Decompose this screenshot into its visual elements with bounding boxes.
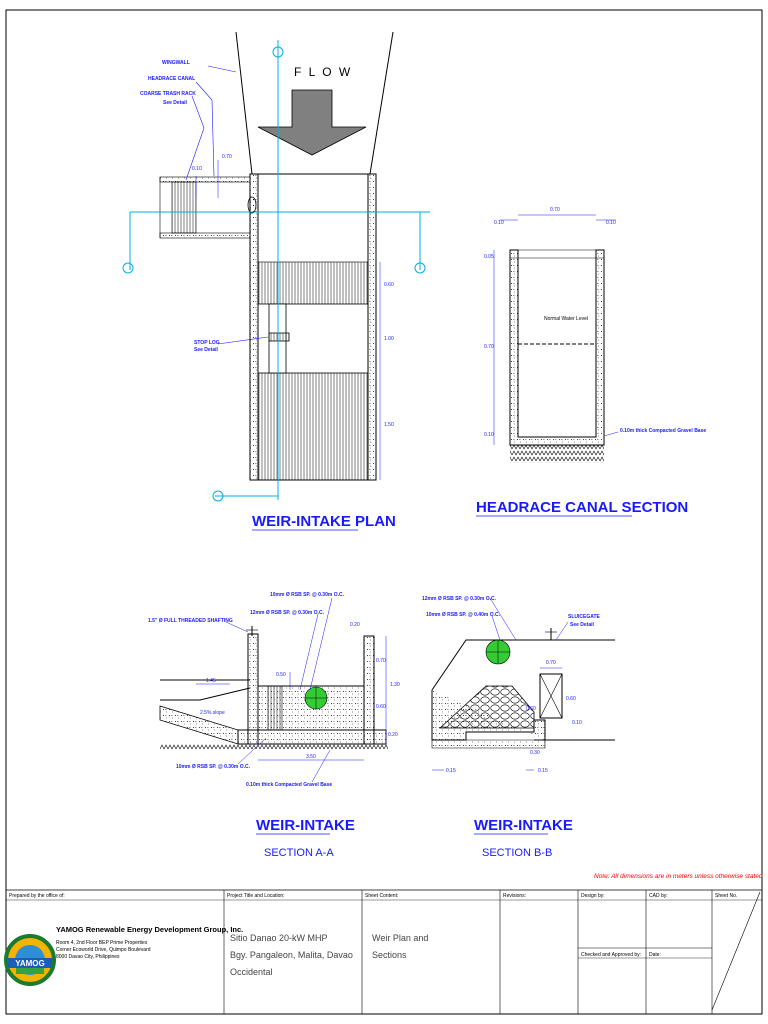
callout-stop-log-detail: See Detail xyxy=(194,347,219,353)
secA-rebar-top: 10mm Ø RSB SP. @ 0.30m O.C. xyxy=(270,592,345,598)
tb-address-line: Corner Ecoworld Drive, Quimpo Boulevard xyxy=(56,947,151,953)
tb-header-cad: CAD by: xyxy=(649,893,668,899)
plan-dim: 1.00 xyxy=(384,336,394,342)
flow-arrow-icon xyxy=(257,89,367,156)
tb-header-prepared: Prepared by the office of: xyxy=(9,893,65,899)
secA-dim: 1.30 xyxy=(390,682,400,688)
tb-address-line: 8000 Davao City, Philippines xyxy=(56,954,120,960)
secA-dim: 0.50 xyxy=(276,672,286,678)
gravel-label: 0.10m thick Compacted Gravel Base xyxy=(620,428,706,434)
stop-log xyxy=(268,332,290,342)
secA-rebar-bottom: 10mm Ø RSB SP. @ 0.30m O.C. xyxy=(176,764,251,770)
sheet-border xyxy=(5,9,763,1015)
tb-project-line: Occidental xyxy=(230,967,273,977)
section-b-b: 12mm Ø RSB SP. @ 0.30m O.C. 10mm Ø RSB S… xyxy=(422,596,615,859)
secB-dim: 0.60 xyxy=(526,706,536,712)
plan-dim: 0.10 xyxy=(192,166,202,172)
plan-dim: 1.50 xyxy=(384,422,394,428)
secB-dim: 0.30 xyxy=(530,750,540,756)
section-marker-icon xyxy=(122,262,134,274)
secB-subtitle: SECTION B-B xyxy=(482,847,552,859)
tb-date: Date: xyxy=(649,952,661,958)
section-a-a: 10mm Ø RSB SP. @ 0.30m O.C. 12mm Ø RSB S… xyxy=(148,592,400,859)
tb-header-design: Design by: xyxy=(581,893,605,899)
tb-header-sheetno: Sheet No. xyxy=(715,893,737,899)
yamog-logo: YAMOG xyxy=(4,934,56,986)
secA-rebar-mid: 12mm Ø RSB SP. @ 0.30m O.C. xyxy=(250,610,325,616)
tb-company: YAMOG Renewable Energy Development Group… xyxy=(56,925,243,934)
secA-gravel: 0.10m thick Compacted Gravel Base xyxy=(246,782,332,788)
secA-title: WEIR-INTAKE xyxy=(256,817,355,834)
tb-header-revisions: Revisions: xyxy=(503,893,526,899)
canal-dim: 0.10 xyxy=(606,220,616,226)
secB-sluicegate-detail: See Detail xyxy=(570,622,595,628)
secA-dim: 1.45 xyxy=(206,678,216,684)
plan-dim: 0.70 xyxy=(222,154,232,160)
secB-dim: 0.60 xyxy=(566,696,576,702)
tb-content-line: Sections xyxy=(372,950,407,960)
canal-dim: 0.10 xyxy=(484,432,494,438)
secB-title: WEIR-INTAKE xyxy=(474,817,573,834)
secB-dim: 0.15 xyxy=(446,768,456,774)
canal-dim: 0.70 xyxy=(484,344,494,350)
secA-dim: 0.20 xyxy=(350,622,360,628)
canal-dim: 0.05 xyxy=(484,254,494,260)
water-level-label: Normal Water Level xyxy=(544,316,588,322)
callout-headrace-canal: HEADRACE CANAL xyxy=(148,76,195,82)
callout-trash-rack: COARSE TRASH RACK xyxy=(140,91,196,97)
secB-dim: 0.15 xyxy=(538,768,548,774)
secA-subtitle: SECTION A-A xyxy=(264,847,334,859)
canal-dim: 0.10 xyxy=(494,220,504,226)
callout-wingwall: WINGWALL xyxy=(162,60,190,66)
tb-content-line: Weir Plan and xyxy=(372,933,428,943)
secA-dim: 0.20 xyxy=(388,732,398,738)
callout-trash-rack-detail: See Detail xyxy=(163,100,188,106)
secA-shafting: 1.5" Ø FULL THREADED SHAFTING xyxy=(148,618,233,624)
canal-title: HEADRACE CANAL SECTION xyxy=(476,499,688,516)
tb-header-content: Sheet Content: xyxy=(365,893,398,899)
callout-stop-log: STOP LOG xyxy=(194,340,220,346)
secB-rebar-mid: 10mm Ø RSB SP. @ 0.40m O.C. xyxy=(426,612,501,618)
logo-text: YAMOG xyxy=(15,959,45,968)
secA-dim: 0.70 xyxy=(376,658,386,664)
coarse-trash-rack xyxy=(171,181,197,234)
secB-dim: 0.70 xyxy=(546,660,556,666)
tb-project-line: Sitio Danao 20-kW MHP xyxy=(230,933,328,943)
flow-label: F L O W xyxy=(294,65,352,79)
headrace-canal-section: Normal Water Level 0.70 0.10 0.10 0.05 0… xyxy=(476,207,706,517)
secA-dim: 0.60 xyxy=(376,704,386,710)
section-marker-icon xyxy=(414,262,426,274)
tb-address-line: Room 4, 2nd Floor BEP Prime Properties xyxy=(56,940,148,946)
plan-dim: 0.60 xyxy=(384,282,394,288)
tb-checked: Checked and Approved by: xyxy=(581,952,641,958)
dimension-note: Note: All dimensions are in meters unles… xyxy=(594,873,763,880)
section-marker-icon xyxy=(272,46,284,58)
secB-rebar-top: 12mm Ø RSB SP. @ 0.30m O.C. xyxy=(422,596,497,602)
tb-header-project: Project Title and Location: xyxy=(227,893,285,899)
canal-dim: 0.70 xyxy=(550,207,560,213)
secA-slope: 2.5% slope xyxy=(200,710,225,716)
secB-dim: 0.10 xyxy=(572,720,582,726)
tb-project-line: Bgy. Pangaleon, Malita, Davao xyxy=(230,950,353,960)
title-block: Prepared by the office of: Project Title… xyxy=(4,889,762,1014)
secA-dim: 3.50 xyxy=(306,754,316,760)
gravel-base xyxy=(510,445,604,463)
secB-sluicegate: SLUICEGATE xyxy=(568,614,601,620)
plan-title: WEIR-INTAKE PLAN xyxy=(252,513,396,530)
weir-intake-plan: F L O W WINGWALL xyxy=(122,31,430,531)
section-marker-icon xyxy=(212,490,224,502)
